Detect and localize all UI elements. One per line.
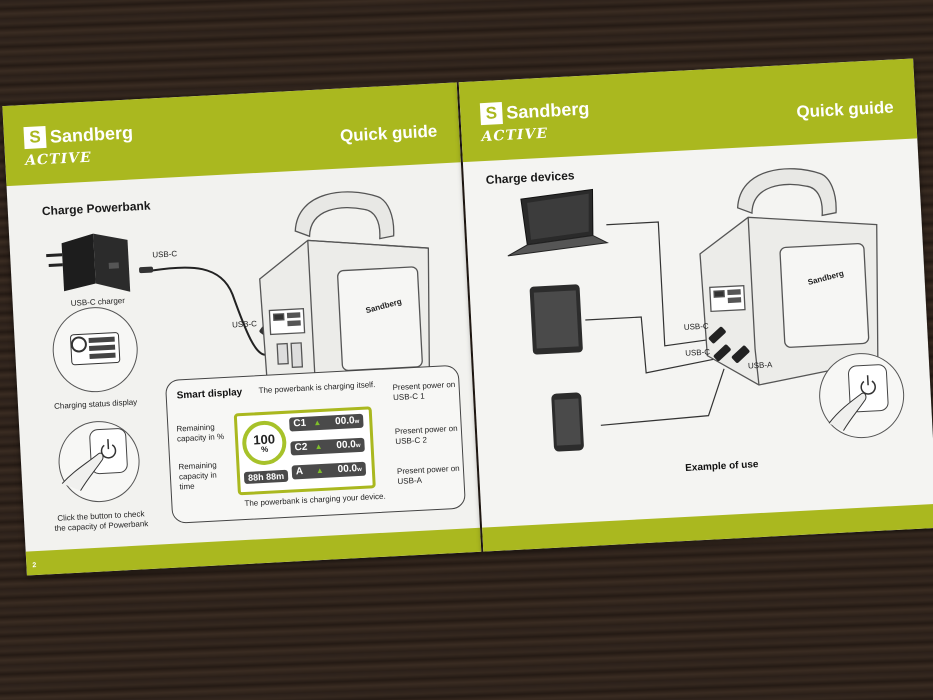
charging-itself-label: The powerbank is charging itself. [258, 380, 376, 396]
usb-c-cable-label: USB-C [152, 249, 178, 260]
usb-c-port-label: USB-C [231, 319, 258, 330]
channel-value-number: 00.0 [337, 463, 358, 476]
channel-row-c1: C1 ▲ 00.0w [289, 413, 364, 432]
display-panel: 100 % 88h 88m C1 ▲ 00.0w C2 ▲ 00.0w A ▲ [233, 406, 376, 496]
channel-row-c2: C2 ▲ 00.0w [290, 437, 365, 456]
smartphone-icon [551, 392, 584, 452]
powerbank-icon [259, 191, 431, 409]
time-readout: 88h 88m [243, 469, 289, 485]
channel-row-a: A ▲ 00.0w [291, 461, 367, 480]
channel-unit: w [355, 442, 361, 450]
usb-a-label: USB-A [747, 360, 773, 371]
usb-c-plug-icon [713, 344, 731, 362]
power-icon [100, 444, 117, 459]
remaining-capacity-label: Remaining capacity in % [176, 422, 225, 444]
finger-icon [828, 392, 867, 431]
tablet-icon [529, 284, 583, 355]
channel-name: C2 [294, 441, 308, 454]
usb-c-charger-icon [46, 233, 131, 292]
usb-c-plug-icon [139, 266, 154, 274]
arrow-up-icon: ▲ [314, 441, 323, 452]
usb-c-plug-icon [708, 326, 726, 344]
channel-value-number: 00.0 [336, 439, 357, 452]
remaining-time-label: Remaining capacity in time [178, 460, 217, 492]
arrow-up-icon: ▲ [315, 465, 324, 476]
left-illustrations [46, 191, 431, 516]
usb-c2-label: USB-C [684, 347, 711, 358]
smart-display-box: Smart display The powerbank is charging … [164, 364, 467, 524]
channel-unit: w [357, 466, 363, 474]
arrow-up-icon: ▲ [313, 417, 322, 428]
usb-a-power-label: Present power on USB-A [396, 463, 460, 487]
channel-value: 00.0w [337, 462, 362, 478]
charging-device-label: The powerbank is charging your device. [244, 491, 386, 509]
capacity-unit: % [260, 444, 269, 455]
channel-value: 00.0w [336, 438, 361, 454]
channel-value-number: 00.0 [334, 415, 355, 428]
finger-icon [61, 452, 104, 491]
channel-unit: w [354, 418, 360, 426]
channel-name: C1 [293, 417, 307, 430]
capacity-ring: 100 % [241, 419, 288, 467]
smart-display-title: Smart display [176, 387, 243, 402]
laptop-icon [507, 188, 609, 257]
powerbank-icon [699, 168, 879, 386]
usb-a-plug-icon [731, 345, 750, 363]
channel-name: A [295, 465, 304, 478]
right-illustrations [507, 168, 905, 452]
usb-c1-power-label: Present power on USB-C 1 [392, 379, 456, 403]
power-icon [860, 380, 876, 395]
channel-value: 00.0w [335, 414, 360, 430]
page-number: 2 [32, 562, 37, 570]
usb-c1-label: USB-C [683, 321, 709, 332]
usb-cable [150, 266, 266, 356]
usb-c2-power-label: Present power on USB-C 2 [394, 423, 458, 447]
